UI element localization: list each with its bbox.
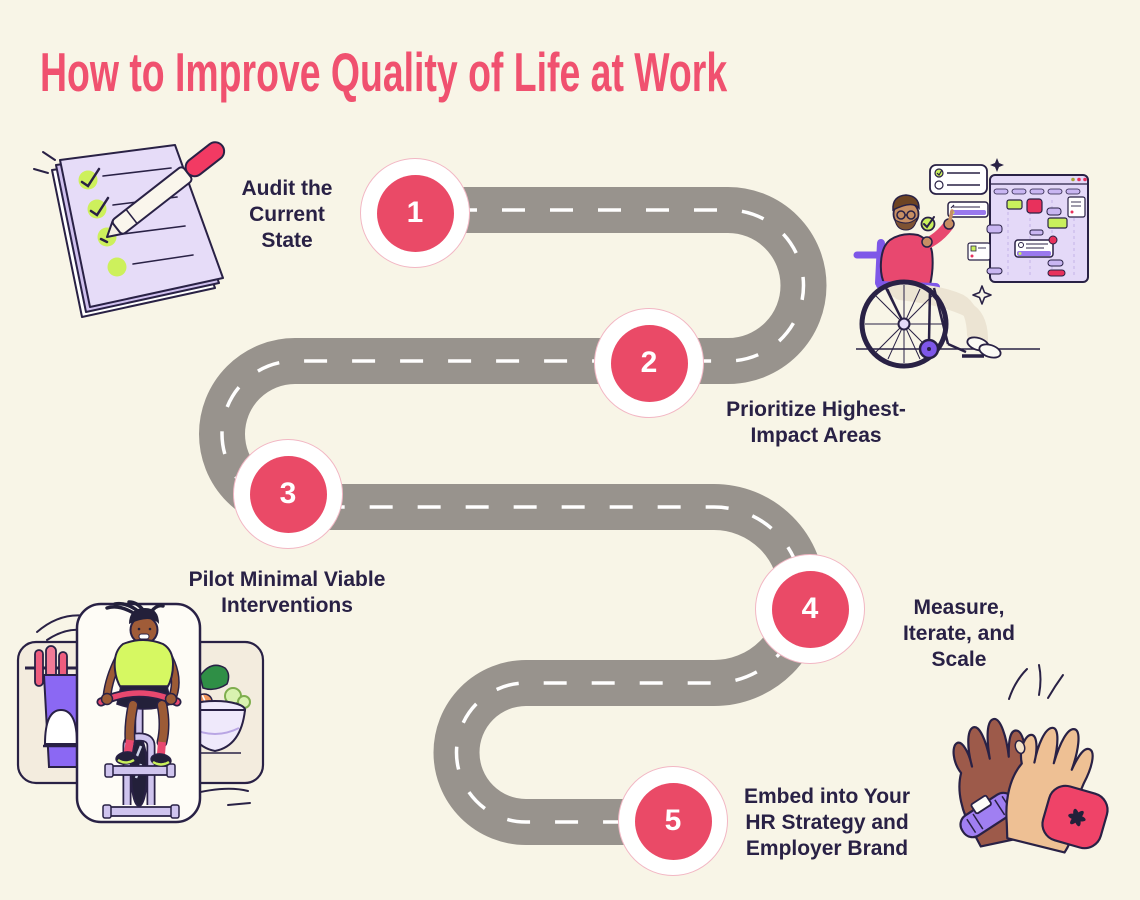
step-3-marker: 3 [233, 439, 343, 549]
glasses-icon [896, 210, 916, 220]
thumbnail [1014, 739, 1026, 755]
pen-icon [106, 141, 226, 238]
step-1-number: 1 [376, 174, 454, 252]
sparkle-icon [972, 285, 992, 305]
card-white-wide [1014, 235, 1058, 258]
notepad-icon [51, 144, 224, 318]
step-1-label: Audit the Current State [241, 177, 333, 252]
step-4-number: 4 [771, 570, 849, 648]
man-figure [876, 194, 1002, 359]
wheelchair-board-illustration [853, 158, 1089, 369]
woman-figure [96, 600, 182, 767]
step-5-label: Embed into Your HR Strategy and Employer… [743, 785, 911, 860]
check-icon [80, 167, 110, 244]
clap-motion-lines-icon [1008, 664, 1064, 700]
step-2-label: Prioritize Highest- Impact Areas [726, 398, 906, 447]
step-5-number: 5 [634, 782, 712, 860]
sleeve-cuff-icon [1041, 784, 1109, 850]
step-4-label: Measure, Iterate, and Scale [902, 596, 1016, 671]
step-1-marker: 1 [360, 158, 470, 268]
beard [894, 216, 918, 231]
card-green [1006, 199, 1023, 210]
step-5-marker: 5 [618, 766, 728, 876]
applause-illustration [952, 664, 1109, 854]
sparkle-icon [990, 158, 1004, 172]
card-white-right [1067, 196, 1086, 218]
card-red [1026, 198, 1043, 214]
kanban-board [967, 174, 1089, 283]
page-title: How to Improve Quality of Life at Work [40, 41, 728, 103]
card-white-low [967, 242, 991, 261]
step-4-marker: 4 [755, 554, 865, 664]
checklist-card [929, 164, 988, 195]
checklist-illustration [33, 141, 226, 318]
exercise-illustration [16, 600, 265, 824]
step-3-label: Pilot Minimal Viable Interventions [188, 568, 386, 617]
road-centerline [220, 208, 806, 824]
step-2-number: 2 [610, 324, 688, 402]
task-card [947, 201, 989, 218]
wheel-icon [859, 279, 949, 369]
step-3-number: 3 [249, 455, 327, 533]
step-2-marker: 2 [594, 308, 704, 418]
hair [892, 194, 920, 212]
